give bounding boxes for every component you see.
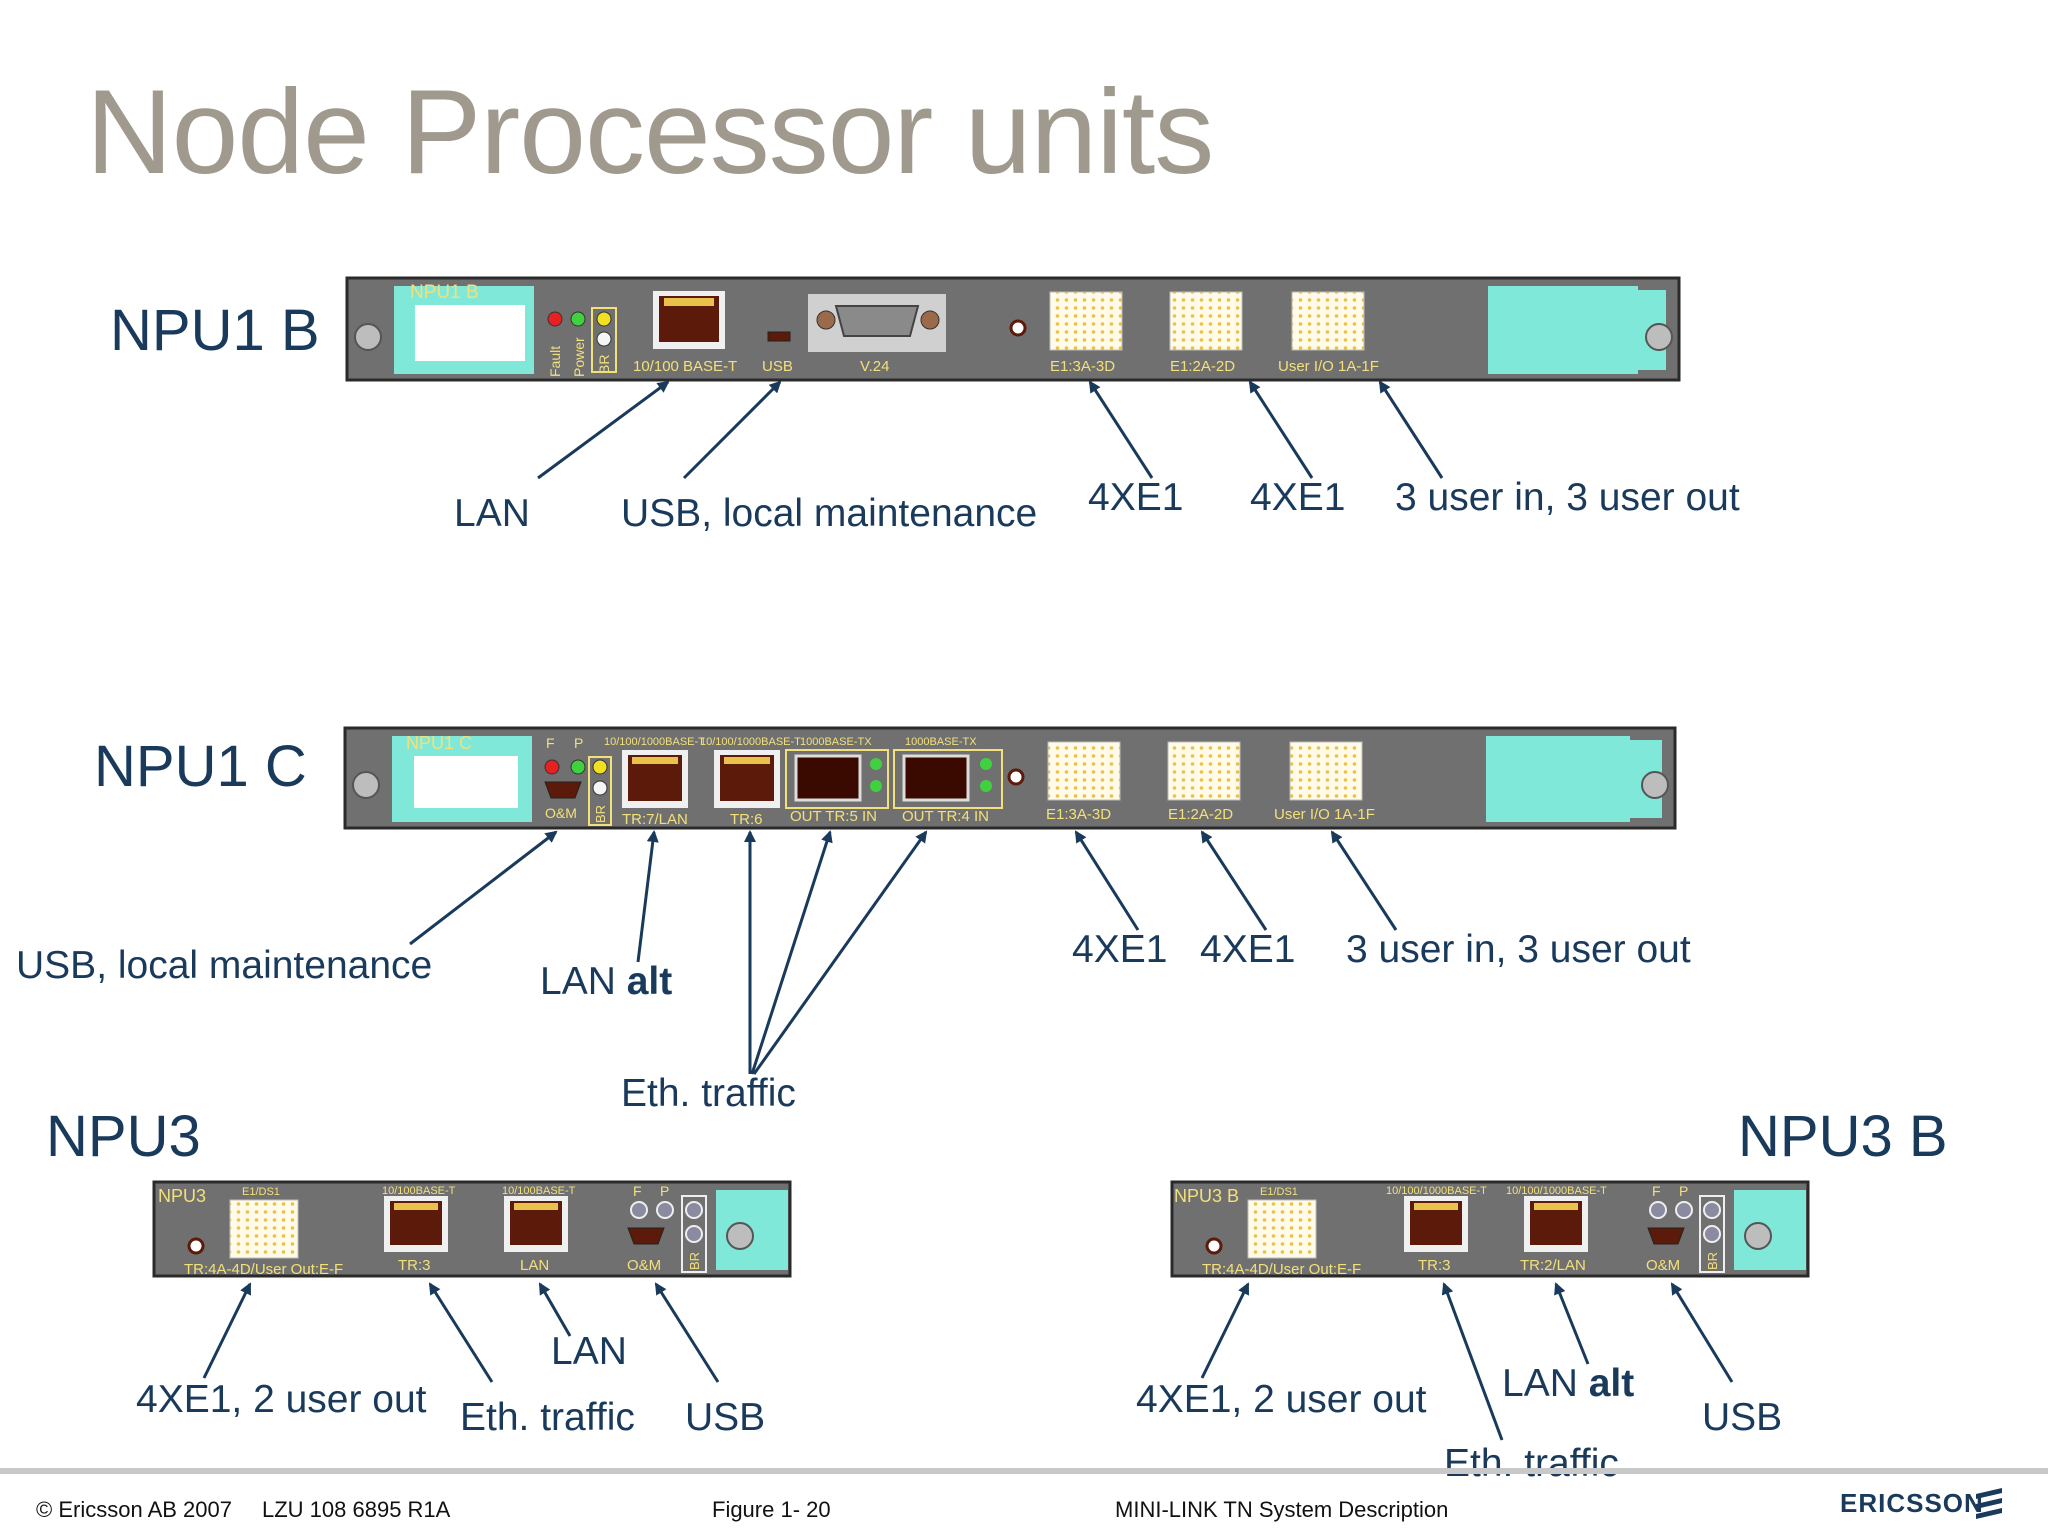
npu3b-hdr-eth1: 10/100/1000BASE-T <box>1386 1185 1487 1197</box>
npu3-led-f: F <box>633 1183 642 1199</box>
npu1b-led-fault: Fault <box>547 346 563 377</box>
callout-npu1c-lan: LAN <box>540 960 616 1003</box>
npu3b-led-br: BR <box>1705 1252 1720 1270</box>
ericsson-logo: ERICSSON <box>1840 1488 1984 1518</box>
npu3b-port-tr2: TR:2/LAN <box>1520 1257 1586 1274</box>
npu3b-port-tr3: TR:3 <box>1418 1257 1451 1274</box>
callout-npu1b-usb: USB, local maintenance <box>621 492 1038 535</box>
callout-npu1b-user: 3 user in, 3 user out <box>1395 476 1740 519</box>
callout-npu3b-lan-alt: LAN alt <box>1502 1364 1634 1403</box>
npu1b-port-e1b: E1:2A-2D <box>1170 358 1235 375</box>
npu1b-port-v24: V.24 <box>860 358 889 375</box>
npu3b-led-p: P <box>1679 1183 1688 1199</box>
npu3-led-p: P <box>660 1183 669 1199</box>
callout-npu1c-alt: alt <box>626 960 673 1003</box>
callout-npu1c-eth: Eth. traffic <box>621 1072 796 1115</box>
npu1c-panel: NPU1 C F P BR O&M 10/100/1000BASE-T 10/1… <box>343 726 1677 830</box>
npu1c-port-tr7: TR:7/LAN <box>622 811 688 828</box>
npu3-port-lan: LAN <box>520 1257 549 1274</box>
callout-npu3b-e1: 4XE1, 2 user out <box>1136 1378 1427 1421</box>
npu3b-hdr-eth2: 10/100/1000BASE-T <box>1506 1185 1607 1197</box>
callout-npu1c-lan-alt: LAN alt <box>540 962 672 1001</box>
npu3-led-br: BR <box>687 1252 702 1270</box>
npu1c-hdr-eth2: 10/100/1000BASE-T <box>700 736 801 748</box>
callout-npu1c-e1a: 4XE1 <box>1072 928 1168 971</box>
unit-label-npu1b: NPU1 B <box>110 298 320 363</box>
callout-npu1c-e1b: 4XE1 <box>1200 928 1296 971</box>
ericsson-logo-icon <box>1976 1488 2002 1519</box>
npu3-hdr-e1: E1/DS1 <box>242 1186 280 1198</box>
npu3-hdr-eth1: 10/100BASE-T <box>382 1185 456 1197</box>
page-title: Node Processor units <box>86 65 1214 199</box>
npu1b-panel: NPU1 B Fault Power BR 10/100 BASE-T USB … <box>345 276 1681 382</box>
footer-doc-title: MINI-LINK TN System Description <box>1115 1497 1449 1522</box>
npu3b-panel: NPU3 B E1/DS1 10/100/1000BASE-T 10/100/1… <box>1170 1180 1810 1278</box>
npu1c-name: NPU1 C <box>406 733 472 753</box>
callout-npu3-eth: Eth. traffic <box>460 1396 635 1439</box>
npu1c-port-tr5: OUT TR:5 IN <box>790 808 877 825</box>
npu3-panel: NPU3 E1/DS1 10/100BASE-T 10/100BASE-T F … <box>152 1180 792 1278</box>
callout-npu1b-e1b: 4XE1 <box>1250 476 1346 519</box>
npu1c-hdr-tx1: 1000BASE-TX <box>800 736 872 748</box>
npu3b-port-om: O&M <box>1646 1257 1680 1274</box>
callout-npu1b-e1a: 4XE1 <box>1088 476 1184 519</box>
npu1c-hdr-tx2: 1000BASE-TX <box>905 736 977 748</box>
npu3-port-tr3: TR:3 <box>398 1257 431 1274</box>
npu1b-led-power: Power <box>571 337 587 377</box>
callout-npu3b-alt: alt <box>1588 1362 1635 1405</box>
callout-npu3-lan: LAN <box>551 1330 627 1373</box>
footer-divider <box>0 1468 2048 1474</box>
npu1c-port-user: User I/O 1A-1F <box>1274 806 1375 823</box>
npu3b-hdr-e1: E1/DS1 <box>1260 1186 1298 1198</box>
callout-npu1c-user: 3 user in, 3 user out <box>1346 928 1691 971</box>
npu3-name: NPU3 <box>158 1186 206 1206</box>
unit-label-npu3: NPU3 <box>46 1104 201 1169</box>
npu1c-led-p: P <box>574 735 583 751</box>
unit-label-npu1c: NPU1 C <box>94 734 307 799</box>
callout-npu3-e1: 4XE1, 2 user out <box>136 1378 427 1421</box>
callout-npu1b-lan: LAN <box>454 492 530 535</box>
npu1c-led-br: BR <box>593 805 608 823</box>
callout-npu1c-usb: USB, local maintenance <box>16 944 433 987</box>
npu1b-name: NPU1 B <box>410 282 479 303</box>
unit-label-npu3b: NPU3 B <box>1738 1104 1948 1169</box>
npu1c-led-f: F <box>546 735 555 751</box>
npu3b-port-tr4: TR:4A-4D/User Out:E-F <box>1202 1261 1361 1278</box>
npu1b-port-usb: USB <box>762 358 793 375</box>
npu1c-hdr-eth1: 10/100/1000BASE-T <box>604 736 705 748</box>
npu3-hdr-eth2: 10/100BASE-T <box>502 1185 576 1197</box>
callout-npu3b-eth: Eth. traffic <box>1444 1442 1619 1485</box>
npu3b-led-f: F <box>1652 1183 1661 1199</box>
callout-npu3b-lan: LAN <box>1502 1362 1578 1405</box>
callout-npu3b-usb: USB <box>1702 1396 1783 1439</box>
npu1c-port-tr6: TR:6 <box>730 811 763 828</box>
npu3-port-om: O&M <box>627 1257 661 1274</box>
npu1b-port-user: User I/O 1A-1F <box>1278 358 1379 375</box>
callout-arrows <box>202 380 1734 1441</box>
npu1b-port-e1a: E1:3A-3D <box>1050 358 1115 375</box>
npu3-port-tr4: TR:4A-4D/User Out:E-F <box>184 1261 343 1278</box>
footer-doc-id: LZU 108 6895 R1A <box>262 1497 451 1522</box>
npu3b-name: NPU3 B <box>1174 1186 1239 1206</box>
npu1c-port-tr4: OUT TR:4 IN <box>902 808 989 825</box>
footer-figure: Figure 1- 20 <box>712 1497 831 1522</box>
npu1b-led-br: BR <box>596 355 612 374</box>
footer-copyright: © Ericsson AB 2007 <box>36 1497 232 1522</box>
npu1c-port-e1a: E1:3A-3D <box>1046 806 1111 823</box>
callout-npu3-usb: USB <box>685 1396 766 1439</box>
npu1c-port-om: O&M <box>545 805 577 821</box>
npu1b-port-eth: 10/100 BASE-T <box>633 358 737 375</box>
npu1c-port-e1b: E1:2A-2D <box>1168 806 1233 823</box>
